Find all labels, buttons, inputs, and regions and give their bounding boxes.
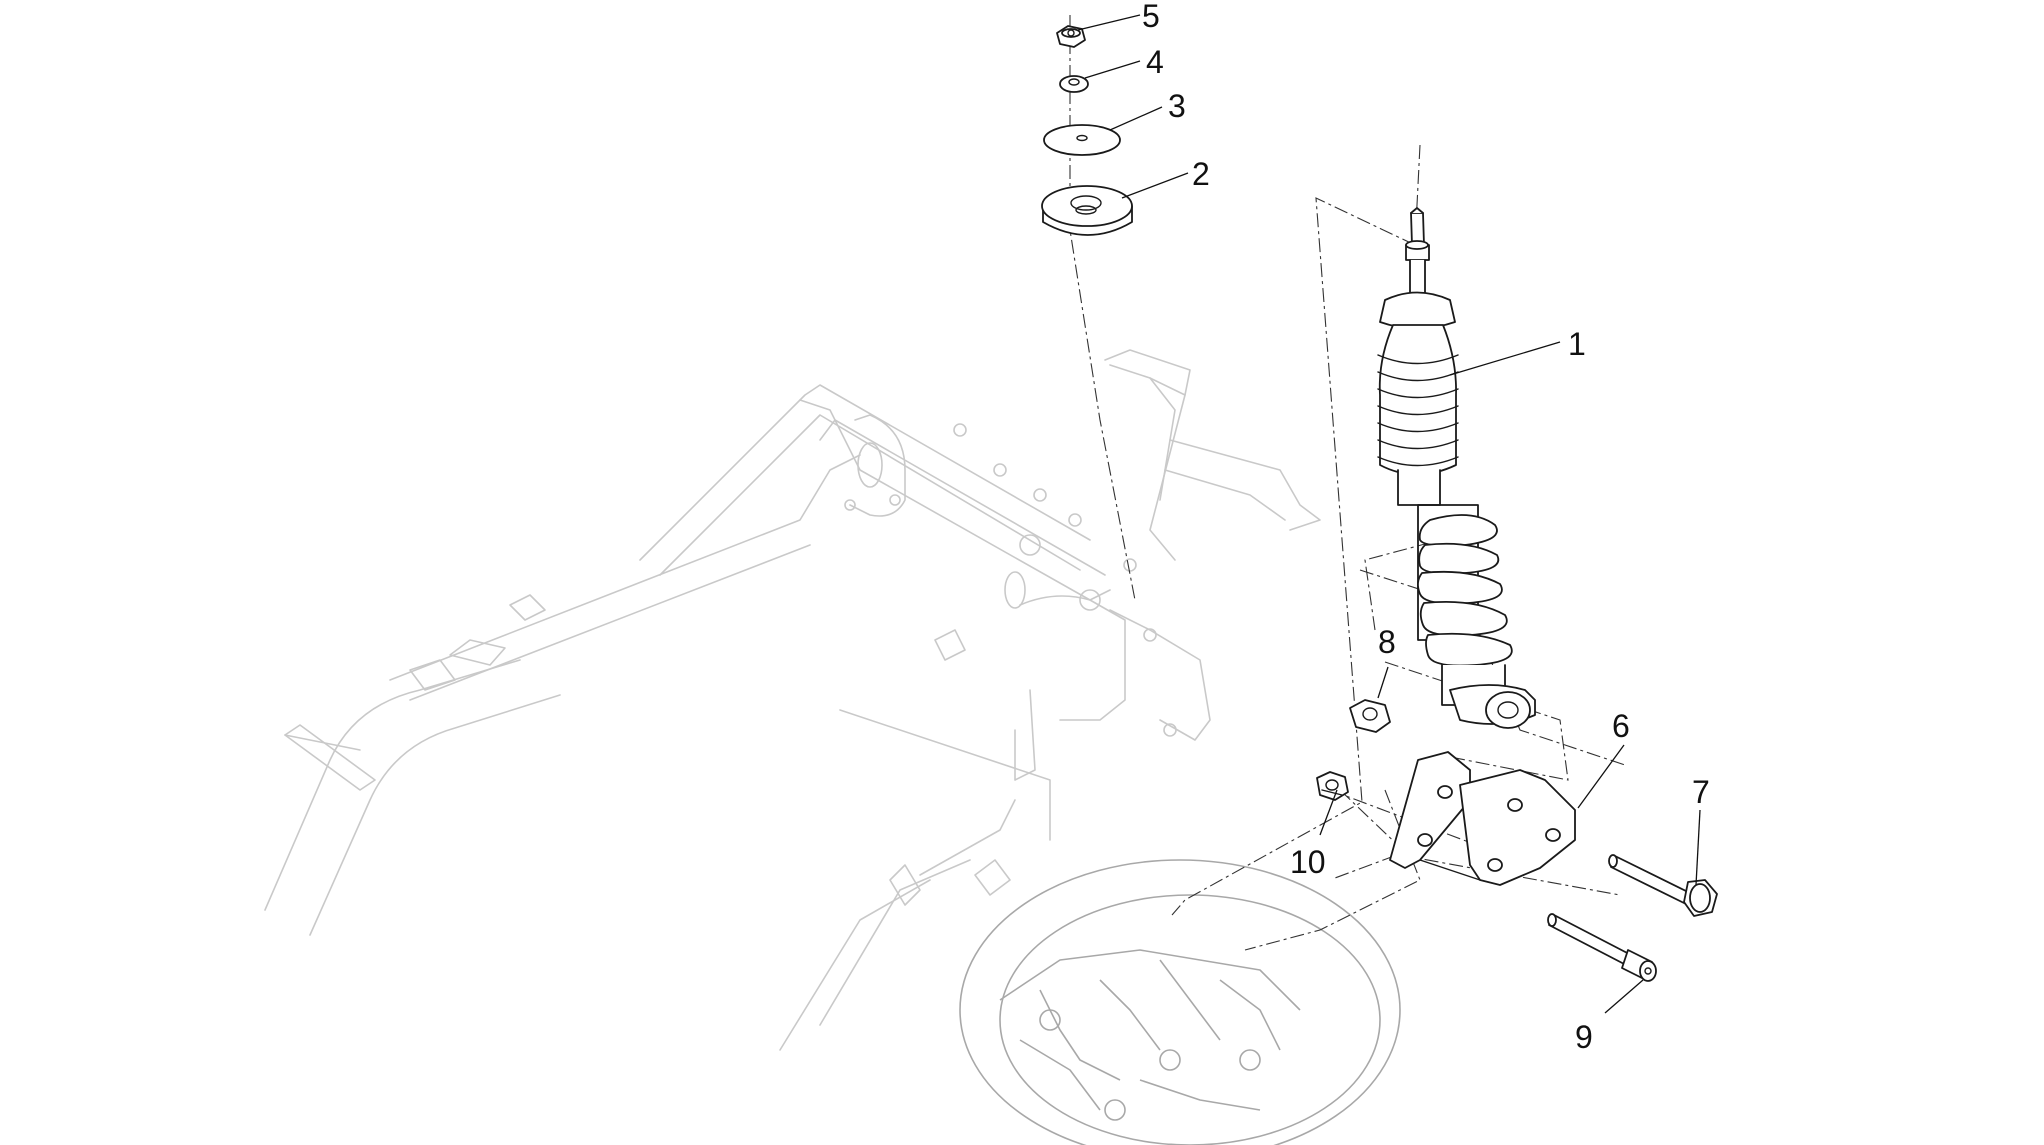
callout-6: 6 — [1612, 708, 1630, 744]
callout-labels: 1 2 3 4 5 6 7 8 9 10 — [1142, 0, 1710, 1055]
flanged-bolt-7 — [1608, 854, 1718, 917]
small-washer — [1059, 75, 1089, 93]
callout-3: 3 — [1168, 88, 1186, 124]
callout-4: 4 — [1146, 44, 1164, 80]
callout-7: 7 — [1692, 774, 1710, 810]
socket-bolt-9 — [1547, 913, 1657, 982]
callout-8: 8 — [1378, 624, 1396, 660]
rubber-bushing — [1041, 185, 1133, 236]
callout-10: 10 — [1290, 844, 1326, 880]
shock-absorber — [1377, 207, 1536, 729]
callout-2: 2 — [1192, 156, 1210, 192]
leader-lines — [1077, 14, 1701, 1014]
lock-nut-10 — [1316, 771, 1349, 801]
mounting-bracket — [1389, 751, 1576, 886]
top-nut — [1056, 25, 1086, 48]
engine-hub — [959, 859, 1401, 1145]
flat-washer — [1043, 124, 1121, 156]
callout-5: 5 — [1142, 0, 1160, 34]
scooter-frame — [264, 349, 1321, 1051]
callout-9: 9 — [1575, 1019, 1593, 1055]
callout-1: 1 — [1568, 326, 1586, 362]
nut-8 — [1349, 699, 1391, 733]
